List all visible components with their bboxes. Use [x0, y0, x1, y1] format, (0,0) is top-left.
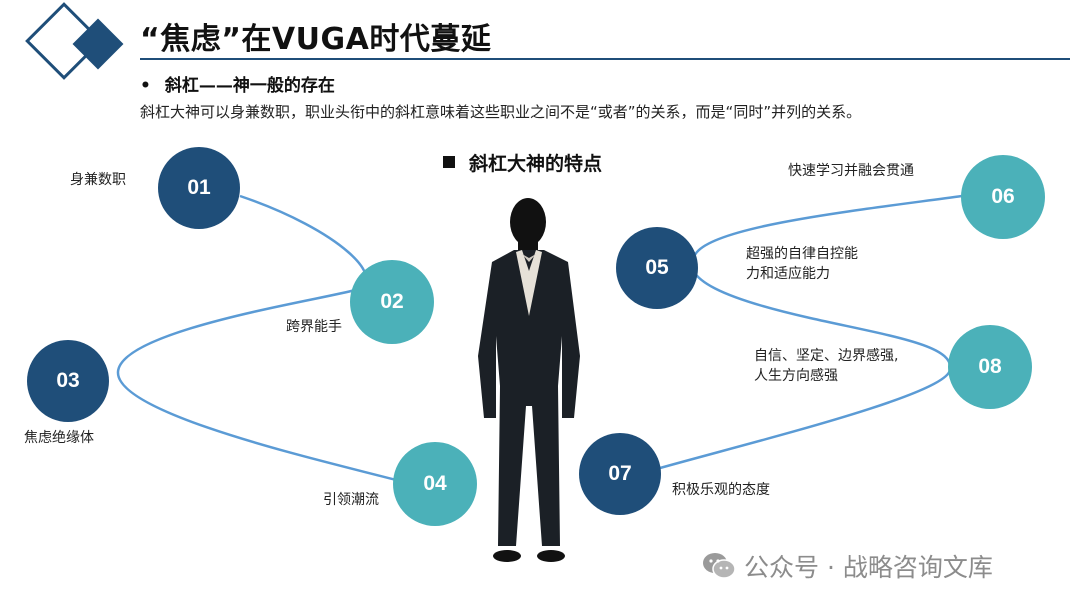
node-08-label: 自信、坚定、边界感强, 人生方向感强 — [754, 346, 898, 386]
node-08-circle: 08 — [948, 325, 1032, 409]
node-08-label-line1: 自信、坚定、边界感强, — [754, 348, 899, 364]
diagram-subtitle-text: 斜杠大神的特点 — [469, 153, 603, 175]
header-divider — [140, 58, 1070, 60]
bullet-heading: • 斜杠——神一般的存在 — [140, 71, 335, 96]
node-08-label-line2: 人生方向感强 — [754, 368, 838, 384]
logo-diamonds-icon — [25, 2, 124, 80]
watermark-text: 公众号 · 战略咨询文库 — [744, 553, 993, 582]
node-01-circle: 01 — [158, 147, 240, 229]
node-03-label: 焦虑绝缘体 — [24, 430, 94, 446]
node-05-circle: 05 — [616, 227, 698, 309]
square-bullet-icon — [443, 156, 455, 168]
node-07-label: 积极乐观的态度 — [672, 482, 770, 498]
node-05-label-line1: 超强的自律自控能 — [746, 246, 858, 262]
node-01-label: 身兼数职 — [70, 172, 126, 188]
node-02-label: 跨界能手 — [286, 319, 342, 335]
businessman-silhouette-icon — [478, 198, 580, 562]
node-03-circle: 03 — [27, 340, 109, 422]
node-05-label-line2: 力和适应能力 — [746, 266, 830, 282]
description: 斜杠大神可以身兼数职，职业头衔中的斜杠意味着这些职业之间不是“或者”的关系，而是… — [140, 103, 862, 121]
node-05-label: 超强的自律自控能 力和适应能力 — [746, 244, 858, 284]
node-02-circle: 02 — [350, 260, 434, 344]
diagram-subtitle: 斜杠大神的特点 — [443, 149, 602, 176]
bullet-marker: • — [140, 76, 151, 96]
wechat-icon — [703, 553, 736, 579]
node-04-circle: 04 — [393, 442, 477, 526]
watermark: 公众号 · 战略咨询文库 — [702, 548, 993, 584]
node-04-label: 引领潮流 — [323, 492, 379, 508]
bullet-text: 斜杠——神一般的存在 — [164, 76, 335, 96]
page-title: “焦虑”在VUGA时代蔓延 — [140, 22, 492, 57]
node-06-circle: 06 — [961, 155, 1045, 239]
node-06-label: 快速学习并融会贯通 — [788, 163, 914, 179]
node-07-circle: 07 — [579, 433, 661, 515]
